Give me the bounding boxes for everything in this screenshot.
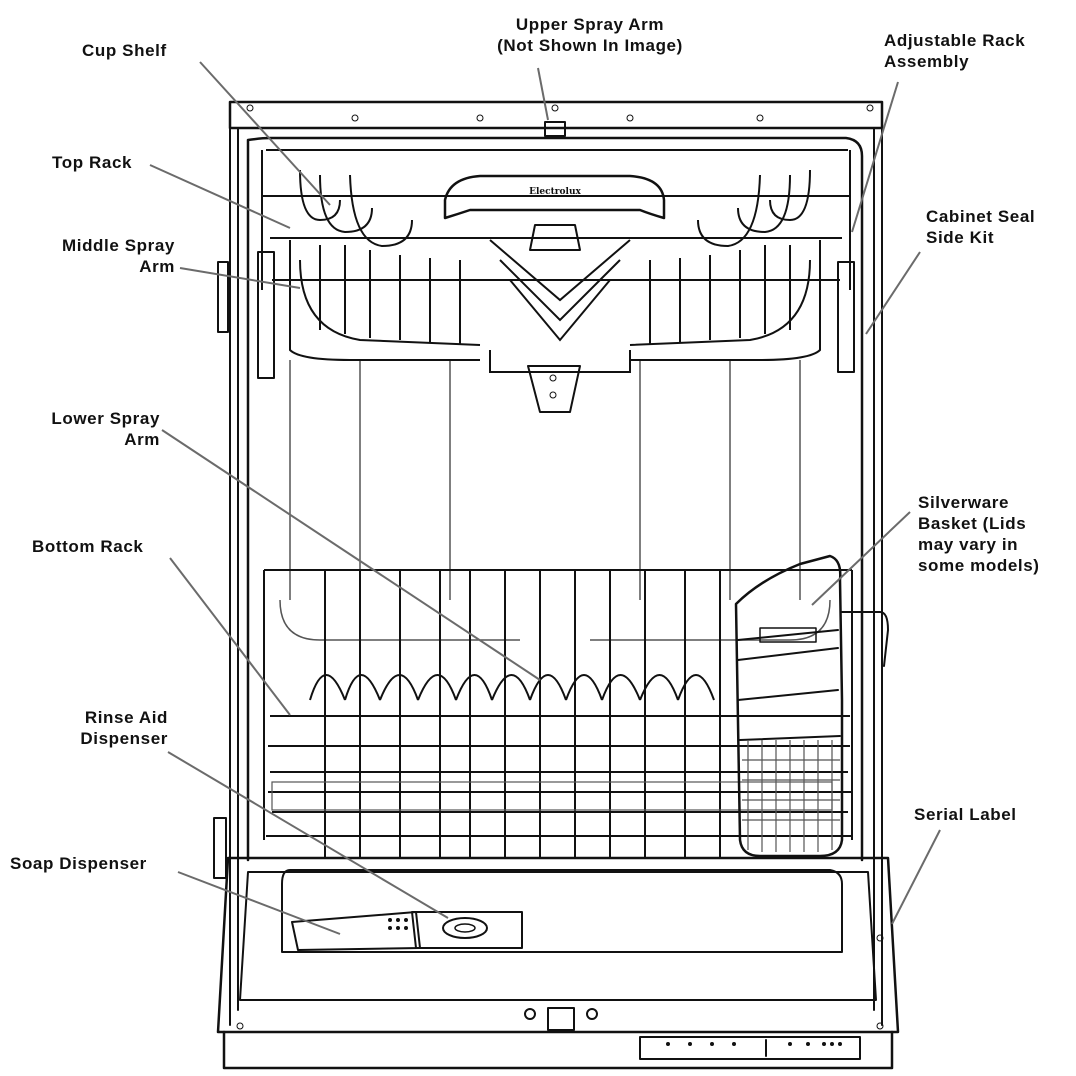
label-silverware-basket: Silverware Basket (Lids may vary in some… [918, 493, 1040, 575]
label-soap-dispenser: Soap Dispenser [10, 854, 147, 873]
silverware-basket [734, 554, 889, 858]
leader-cabinet-seal-side-kit [865, 251, 921, 335]
brand-logo: Electrolux [529, 187, 581, 197]
label-upper-spray-arm: Upper Spray Arm (Not Shown In Image) [497, 15, 683, 55]
leader-bottom-rack [169, 557, 291, 716]
label-top-rack: Top Rack [52, 153, 133, 172]
label-adjustable-rack-assembly: Adjustable Rack Assembly [884, 31, 1026, 71]
leader-cup-shelf [199, 61, 331, 206]
leader-middle-spray-arm [179, 267, 301, 289]
leader-lower-spray-arm [161, 429, 541, 681]
label-middle-spray-arm: Middle Spray Arm [61, 236, 175, 276]
dishwasher-body [213, 100, 900, 1070]
leader-upper-spray-arm [537, 67, 549, 121]
top-rack: Electrolux [257, 149, 855, 379]
label-serial-label: Serial Label [914, 805, 1017, 824]
leader-adjustable-rack-assembly [851, 81, 899, 233]
leader-serial-label [891, 829, 941, 925]
leader-rinse-aid-dispenser [167, 751, 449, 919]
label-cabinet-seal-side-kit: Cabinet Seal Side Kit [926, 207, 1036, 247]
label-cup-shelf: Cup Shelf [82, 41, 167, 60]
leader-top-rack [149, 164, 291, 229]
leader-lines [149, 61, 941, 935]
label-bottom-rack: Bottom Rack [32, 537, 144, 556]
leader-silverware-basket [811, 511, 911, 606]
dispensers [291, 911, 523, 951]
label-lower-spray-arm: Lower Spray Arm [51, 409, 160, 449]
middle-spray-arm [527, 224, 581, 413]
label-rinse-aid-dispenser: Rinse Aid Dispenser [80, 708, 168, 748]
bottom-rack [263, 569, 853, 858]
leader-soap-dispenser [177, 871, 341, 935]
